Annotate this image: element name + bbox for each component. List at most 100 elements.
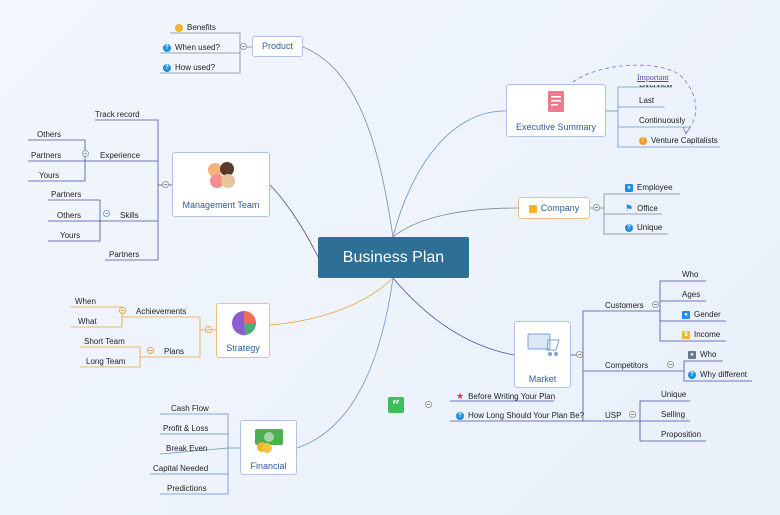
question-icon: ? [163, 43, 171, 52]
executive-summary-label: Executive Summary [515, 122, 597, 132]
achievement-when: When [75, 297, 96, 306]
usp-selling: Selling [661, 410, 686, 419]
plan-short-team: Short Team [84, 337, 125, 346]
break-even: Break Even [166, 444, 208, 453]
competitor-why-different: ? Why different [688, 370, 747, 380]
executive-continuously: Continuously [639, 116, 686, 125]
skills-collapse-toggle[interactable] [103, 210, 110, 217]
competitors-collapse-toggle[interactable] [667, 361, 674, 368]
money-icon: $ [682, 330, 690, 339]
financial-topic[interactable]: Financial [240, 420, 297, 475]
usp-unique: Unique [661, 390, 687, 399]
document-icon [548, 91, 564, 112]
unique-label: Unique [637, 223, 663, 232]
product-benefits: Benefits [175, 23, 216, 33]
usp: USP [605, 411, 622, 420]
how-long-label: How Long Should Your Plan Be? [468, 411, 585, 420]
product-benefits-label: Benefits [187, 23, 216, 32]
product-topic[interactable]: Product [252, 36, 303, 57]
strategy-topic[interactable]: Strategy [216, 303, 270, 358]
relationship-label-important: Important [637, 73, 669, 82]
central-topic-label: Business Plan [342, 248, 445, 266]
achievement-what: What [78, 317, 97, 326]
plan-long-team: Long Team [86, 357, 126, 366]
experience-collapse-toggle[interactable] [82, 150, 89, 157]
product-when-used: ? When used? [163, 43, 220, 53]
customer-who: Who [682, 270, 699, 279]
market-collapse-toggle[interactable] [576, 351, 583, 358]
question-icon: ? [456, 411, 464, 420]
skills-others: Others [57, 211, 82, 220]
customer-gender: ● Gender [682, 310, 721, 320]
experience-partners: Partners [31, 151, 62, 160]
strategy-label: Strategy [226, 343, 260, 353]
plans-collapse-toggle[interactable] [147, 347, 154, 354]
person-icon: ● [682, 310, 690, 319]
question-icon: ? [688, 370, 696, 379]
person-icon: ● [625, 183, 633, 192]
product-collapse-toggle[interactable] [240, 43, 247, 50]
gender-label: Gender [694, 310, 721, 319]
usp-collapse-toggle[interactable] [629, 411, 636, 418]
product-when-used-label: When used? [175, 43, 220, 52]
customers: Customers [605, 301, 644, 310]
hands-icon [208, 162, 235, 188]
executive-overview: Overview [639, 80, 673, 89]
executive-summary-topic[interactable]: Executive Summary [506, 84, 606, 137]
management-team-topic[interactable]: Management Team [172, 152, 270, 217]
profit-loss: Profit & Loss [163, 424, 209, 433]
capital-needed: Capital Needed [153, 464, 209, 473]
company-topic[interactable]: Company [518, 197, 590, 219]
market-topic[interactable]: Market [514, 321, 571, 388]
company-icon [528, 204, 537, 213]
skills: Skills [120, 211, 139, 220]
company-employee: ● Employee [625, 183, 673, 193]
management-collapse-toggle[interactable] [162, 181, 169, 188]
floating-collapse-toggle[interactable] [425, 401, 432, 408]
experience-others: Others [37, 130, 62, 139]
company-office: ⚑Office [625, 203, 658, 214]
achievements-collapse-toggle[interactable] [119, 307, 126, 314]
company-collapse-toggle[interactable] [593, 204, 600, 211]
money-icon [255, 429, 283, 453]
market-label: Market [528, 374, 557, 384]
product-how-used: ? How used? [163, 63, 215, 73]
product-label: Product [261, 41, 294, 51]
question-icon: ? [625, 223, 633, 232]
executive-last: Last [639, 96, 655, 105]
customers-collapse-toggle[interactable] [652, 301, 659, 308]
track-record: Track record [95, 110, 140, 119]
pie-chart-icon [231, 311, 257, 336]
product-how-used-label: How used? [175, 63, 216, 72]
quote-icon[interactable]: “ [388, 397, 404, 414]
why-different-label: Why different [700, 370, 747, 379]
cash-flow: Cash Flow [171, 404, 209, 413]
executive-venture-capitalists: !Venture Capitalists [639, 136, 718, 146]
competitor-who-label: Who [700, 350, 717, 359]
employee-label: Employee [637, 183, 673, 192]
skills-partners: Partners [51, 190, 82, 199]
management-partners: Partners [109, 250, 140, 259]
question-icon: ? [163, 63, 171, 72]
office-label: Office [637, 204, 658, 213]
competitor-who: ●Who [688, 350, 716, 360]
competitors: Competitors [605, 361, 649, 370]
star-icon: ★ [456, 391, 465, 401]
bulb-icon [175, 23, 183, 32]
company-label: Company [540, 203, 580, 213]
usp-proposition: Proposition [661, 430, 702, 439]
central-topic[interactable]: Business Plan [318, 237, 469, 278]
before-writing-your-plan: ★Before Writing Your Plan [456, 391, 555, 402]
customer-ages: Ages [682, 290, 701, 299]
before-writing-label: Before Writing Your Plan [468, 392, 556, 401]
skills-yours: Yours [60, 231, 81, 240]
achievements: Achievements [136, 307, 187, 316]
experience-yours: Yours [39, 171, 60, 180]
how-long-should-your-plan-be: ? How Long Should Your Plan Be? [456, 411, 584, 421]
company-unique: ? Unique [625, 223, 662, 233]
flag-icon: ⚑ [625, 203, 634, 213]
strategy-collapse-toggle[interactable] [205, 326, 212, 333]
plans: Plans [164, 347, 185, 356]
financial-label: Financial [250, 461, 287, 471]
